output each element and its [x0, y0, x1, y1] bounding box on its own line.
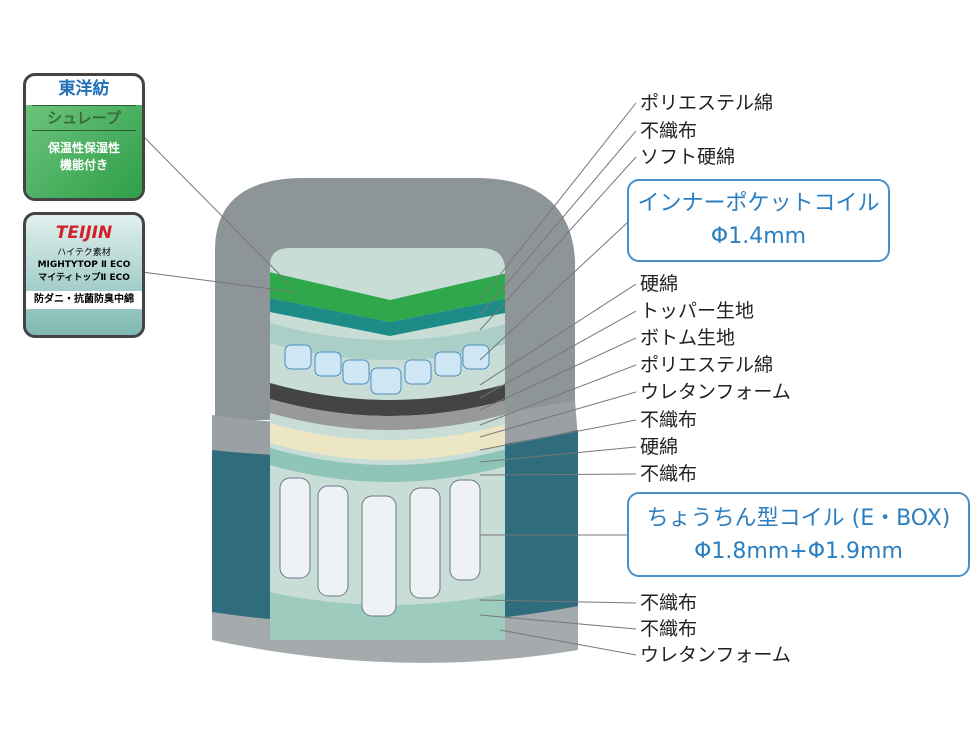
layer-label: ウレタンフォーム	[640, 381, 791, 403]
layer-label: ソフト硬綿	[640, 146, 736, 168]
layer-label: 不織布	[640, 463, 698, 485]
layer-label: トッパー生地	[640, 300, 755, 322]
layer-stack	[270, 248, 505, 640]
badge-desc: 機能付き	[59, 158, 108, 172]
layer-label: ポリエステル綿	[640, 354, 774, 376]
callout-title: インナーポケットコイル	[637, 191, 880, 216]
badge-desc: 保温性保湿性	[47, 141, 120, 155]
layer-label: 不織布	[640, 409, 698, 431]
layer-label: 硬綿	[640, 436, 679, 458]
inner-pocket-coil-callout: インナーポケットコイル Φ1.4mm	[627, 179, 890, 262]
layer-label: ポリエステル綿	[640, 92, 774, 114]
badge-brand: TEIJIN	[55, 223, 113, 243]
layer-label: 不織布	[640, 120, 698, 142]
leader-lines	[141, 102, 637, 656]
badge-sub: ハイテク素材	[57, 248, 111, 258]
layer-label: ウレタンフォーム	[640, 644, 791, 666]
badge-product-jp: マイティトップⅡ ECO	[38, 273, 130, 283]
teijin-badge: TEIJIN ハイテク素材 MIGHTYTOP Ⅱ ECO マイティトップⅡ E…	[23, 212, 145, 338]
callout-spec: Φ1.8mm+Φ1.9mm	[694, 539, 903, 564]
layer-label: ボトム生地	[640, 327, 736, 349]
lantern-coil-callout: ちょうちん型コイル (E・BOX) Φ1.8mm+Φ1.9mm	[627, 492, 970, 577]
toyobo-badge: 東洋紡 シュレープ 保温性保湿性 機能付き	[23, 73, 145, 201]
layer-label: 硬綿	[640, 273, 679, 295]
badge-product: シュレープ	[32, 105, 136, 131]
badge-brand: 東洋紡	[58, 79, 110, 99]
layer-label: 不織布	[640, 618, 698, 640]
badge-desc: 防ダニ・抗菌防臭中綿	[26, 291, 142, 309]
callout-title: ちょうちん型コイル (E・BOX)	[646, 506, 951, 531]
callout-spec: Φ1.4mm	[710, 224, 807, 249]
badge-product: MIGHTYTOP Ⅱ ECO	[37, 260, 131, 270]
layer-label: 不織布	[640, 592, 698, 614]
